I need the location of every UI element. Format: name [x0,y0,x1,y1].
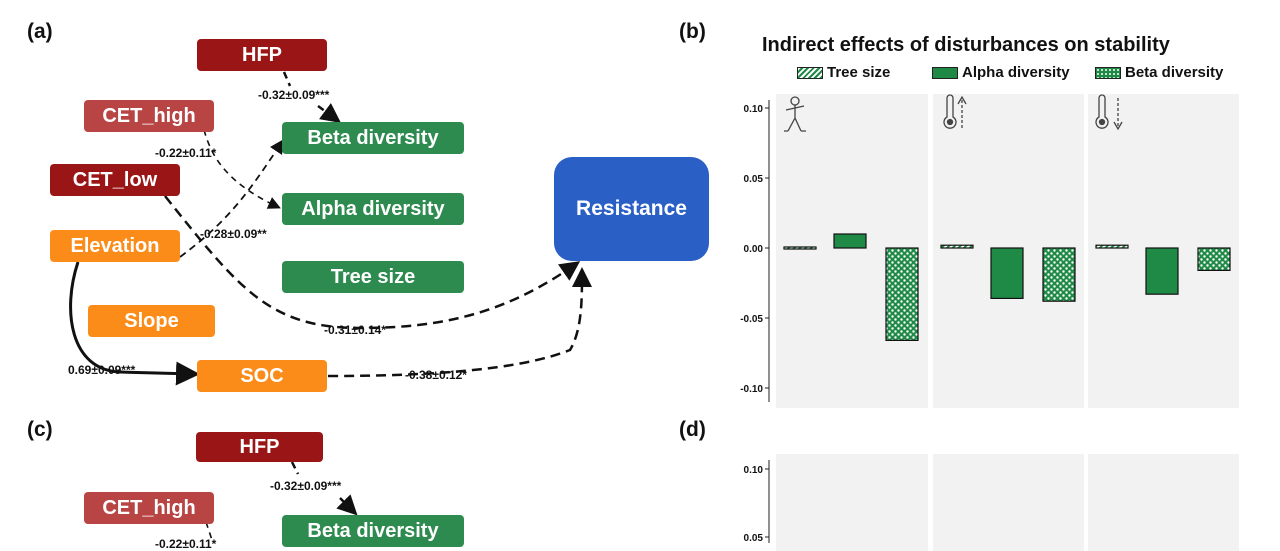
arrow-cethigh-alpha [203,129,281,209]
panel-label-a: (a) [27,20,53,43]
y-tick-label: 0.05 [744,174,764,185]
y-tick-label: 0.10 [744,104,764,115]
legend-swatch-solid [932,66,958,79]
legend-beta-diversity: Beta diversity [1095,64,1223,81]
node-slope: Slope [88,305,215,337]
bar-alpha-diversity-facet-3 [1145,247,1179,295]
node-hfp: HFP [197,39,327,71]
panel-label-b: (b) [679,20,706,43]
bar-tree-size-facet-3 [1095,244,1129,249]
chart-title: Indirect effects of disturbances on stab… [762,34,1170,56]
node-cet-high: CET_high [84,100,214,132]
bar-alpha-diversity-facet-2 [990,247,1024,300]
thermometer-low-icon [1095,94,1123,131]
facet-d-panel-3 [1088,454,1239,551]
node-c-beta-diversity: Beta diversity [282,515,464,547]
legend-label-tree: Tree size [827,64,891,81]
legend-alpha-diversity: Alpha diversity [932,64,1070,81]
y-tick-label: -0.10 [740,384,763,395]
node-beta-diversity: Beta diversity [282,122,464,154]
node-alpha-diversity: Alpha diversity [282,193,464,225]
node-c-cet-high: CET_high [84,492,214,524]
coef-cethigh-alpha: -0.22±0.11* [155,146,217,160]
node-elevation: Elevation [50,230,180,262]
arrow-hfp-beta [282,71,292,87]
arrow-cetlow-res [164,195,581,330]
node-tree-size: Tree size [282,261,464,293]
arrow-hfp-beta-head [317,103,342,123]
legend-tree-size: Tree size [797,64,890,81]
legend-label-alpha: Alpha diversity [962,64,1070,81]
legend-swatch-checker [1095,66,1121,79]
y-tick-label: -0.05 [740,314,763,325]
y-tick-label-d: 0.05 [744,533,764,544]
arrow-c-cethigh [205,521,213,541]
node-resistance: Resistance [554,157,709,261]
thermometer-high-icon [943,94,967,129]
coef-elev-soc: 0.69±0.09*** [68,363,136,377]
legend-label-beta: Beta diversity [1125,64,1224,81]
coef-soc-res: -0.38±0.12* [405,368,467,382]
arrow-c-hfp-beta-head [336,494,358,516]
y-tick-label-d: 0.10 [744,465,764,476]
facet-d-panel-2 [933,454,1084,551]
node-soc: SOC [197,360,327,392]
arrow-soc-res [327,267,592,378]
node-c-hfp: HFP [196,432,323,462]
node-cet-low: CET_low [50,164,180,196]
human-footprint-icon [784,96,806,132]
bar-beta-diversity-facet-2 [1042,247,1076,302]
bar-beta-diversity-facet-3 [1197,247,1231,271]
bar-alpha-diversity-facet-1 [833,233,867,249]
panel-label-c: (c) [27,418,53,441]
arrow-elev-soc [69,261,200,386]
coef-cetlow-res: -0.31±0.14* [324,323,386,337]
coef-c-hfp-beta: -0.32±0.09*** [270,479,342,493]
bar-beta-diversity-facet-1 [885,247,919,342]
panel-label-d: (d) [679,418,706,441]
arrow-elev-beta [179,139,284,258]
bar-tree-size-facet-2 [940,244,974,249]
bar-tree-size-facet-1 [783,246,817,250]
coef-hfp-beta: -0.32±0.09*** [258,88,330,102]
coef-elev-beta: -0.28±0.09** [200,227,267,241]
arrow-c-hfp-beta [290,461,300,475]
legend-swatch-hatched [797,66,823,79]
y-tick-label: 0.00 [744,244,764,255]
facet-d-panel-1 [776,454,928,551]
